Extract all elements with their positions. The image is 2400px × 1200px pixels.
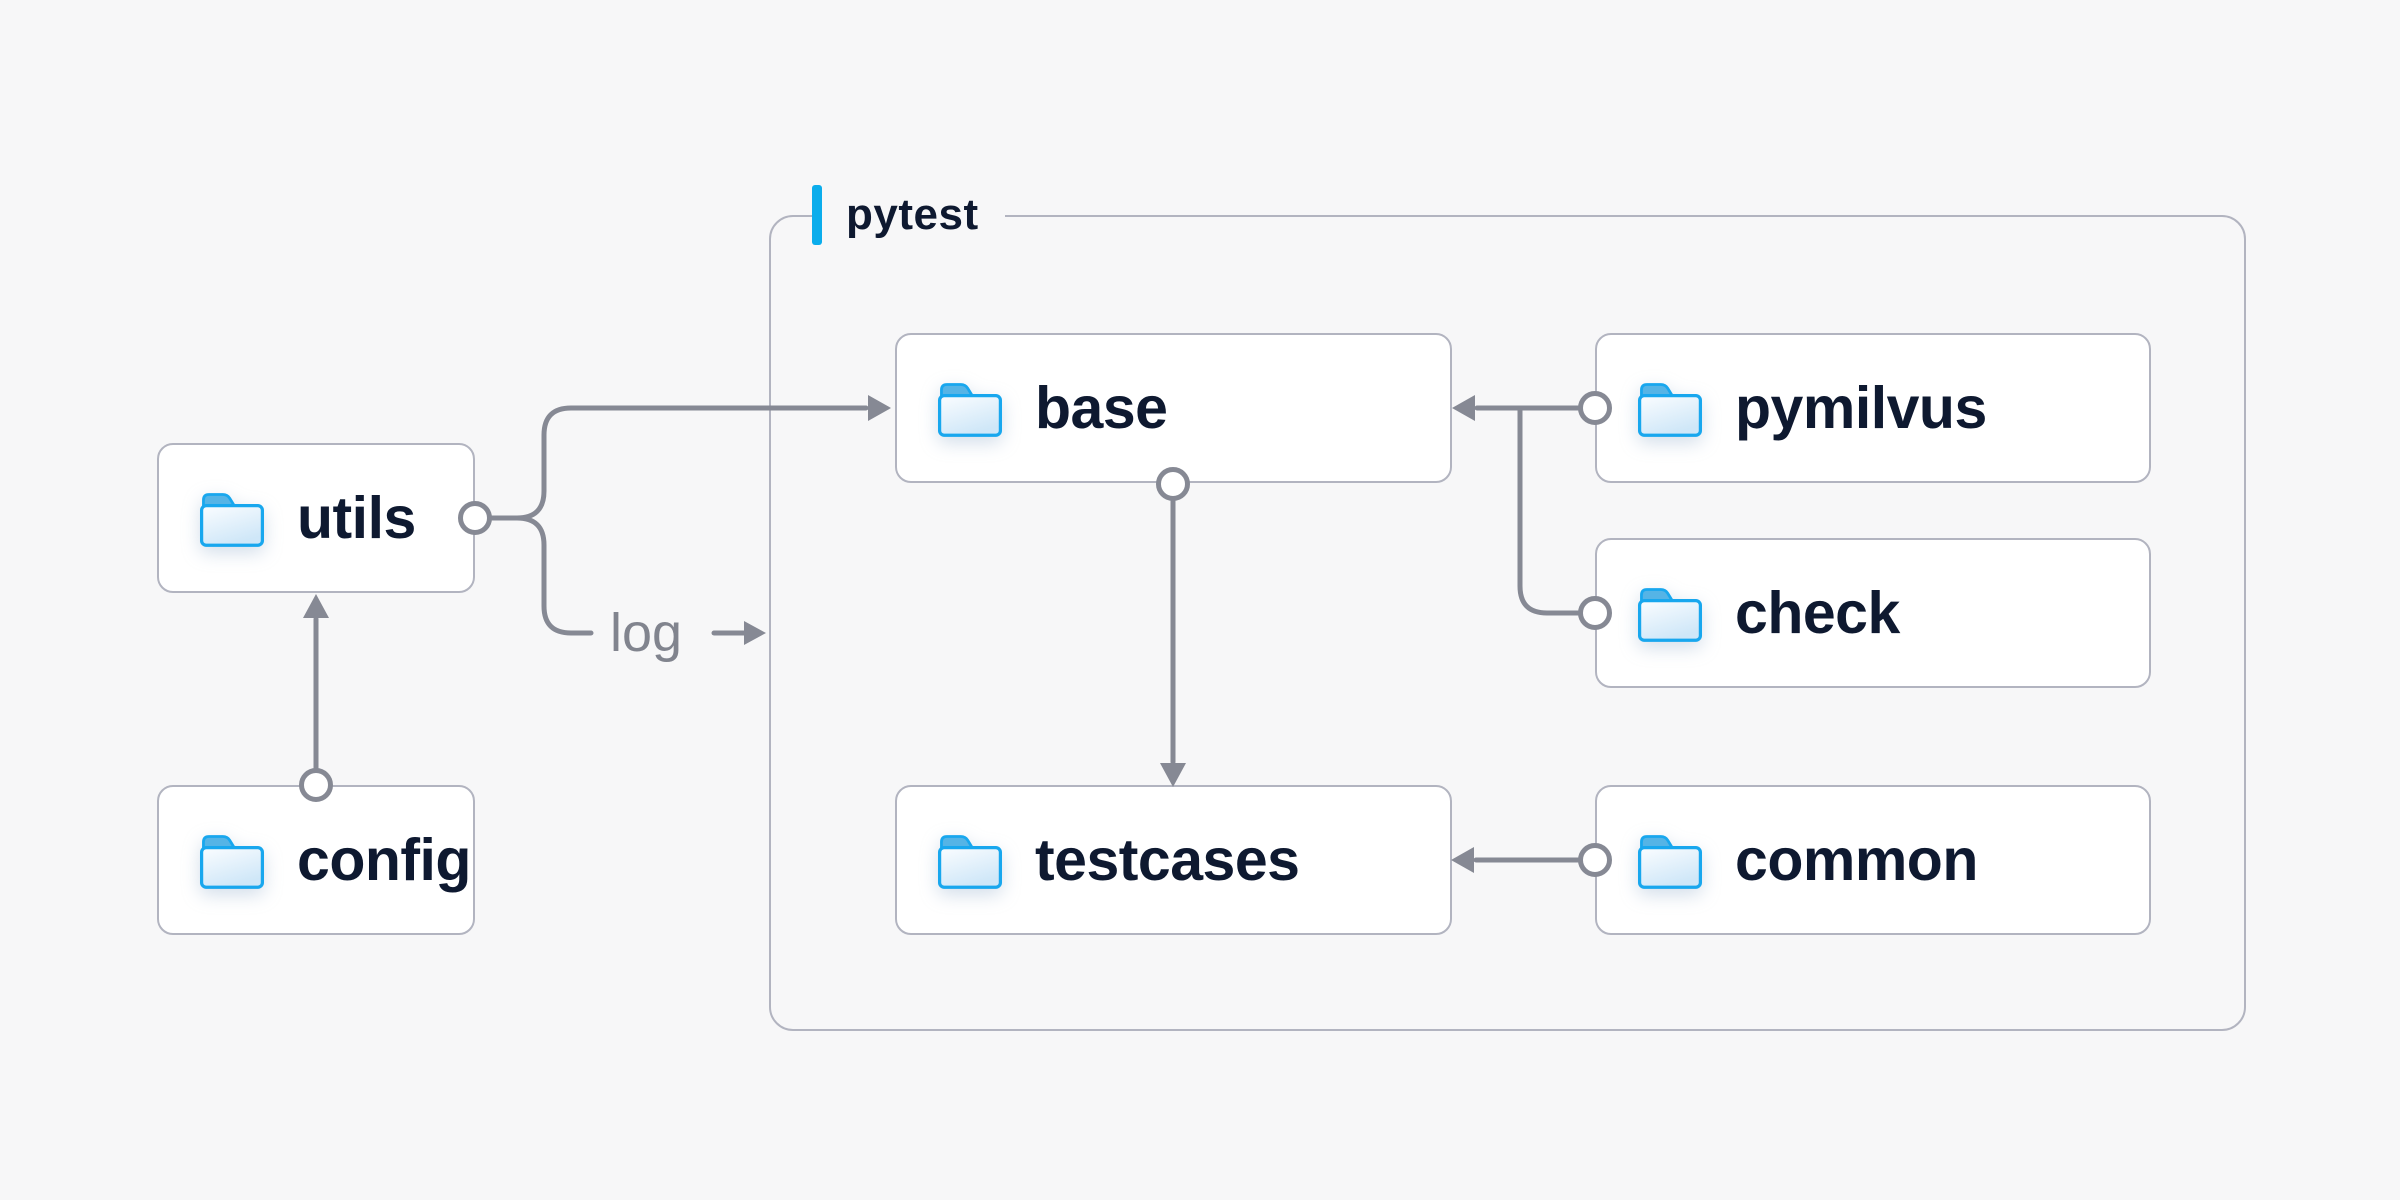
folder-icon: [937, 382, 1003, 437]
folder-icon: [1637, 834, 1703, 889]
edge-log-label: log: [610, 603, 682, 663]
node-label: utils: [297, 485, 416, 551]
pytest-group-label: pytest: [812, 184, 1005, 246]
node-label: config: [297, 827, 471, 893]
node-utils: utils: [157, 443, 475, 593]
node-base: base: [895, 333, 1452, 483]
node-pymilvus: pymilvus: [1595, 333, 2151, 483]
node-config: config: [157, 785, 475, 935]
edge-config-utils: [303, 594, 329, 773]
node-check: check: [1595, 538, 2151, 688]
node-label: check: [1735, 580, 1900, 646]
folder-icon: [199, 492, 265, 547]
folder-icon: [1637, 382, 1703, 437]
group-title: pytest: [822, 184, 1005, 246]
accent-bar: [812, 185, 822, 245]
node-testcases: testcases: [895, 785, 1452, 935]
node-label: common: [1735, 827, 1978, 893]
folder-icon: [937, 834, 1003, 889]
folder-icon: [1637, 587, 1703, 642]
node-common: common: [1595, 785, 2151, 935]
edge-utils-log: log: [514, 515, 766, 663]
node-label: testcases: [1035, 827, 1300, 893]
arrowhead-right-small: [744, 621, 766, 645]
folder-icon: [199, 834, 265, 889]
node-label: pymilvus: [1735, 375, 1987, 441]
arrowhead-up: [303, 594, 329, 618]
node-label: base: [1035, 375, 1168, 441]
pytest-group-box: [769, 215, 2246, 1031]
